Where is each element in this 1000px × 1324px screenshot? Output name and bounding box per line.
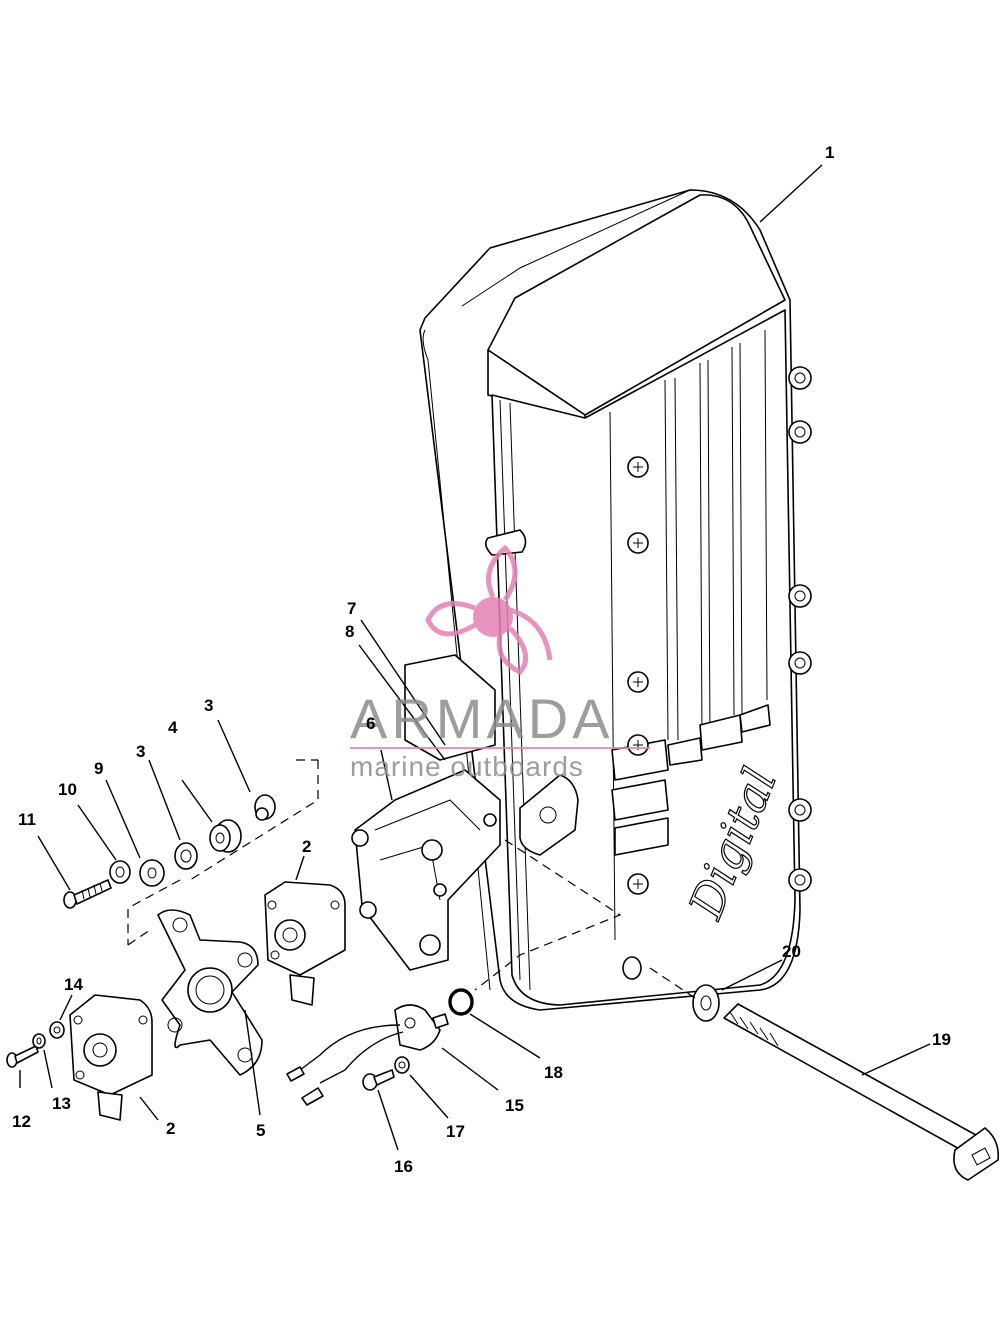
o-ring [448,988,474,1016]
callout-14: 14 [64,975,83,994]
callout-18: 18 [544,1063,563,1082]
watermark-tagline: marine outboards [350,751,584,782]
callout-9: 9 [94,759,103,778]
callout-1: 1 [825,143,834,162]
screw-12 [6,1045,39,1068]
cover-housing: Digital [404,189,812,1011]
callout-8: 8 [345,622,354,641]
callout-15: 15 [505,1096,524,1115]
flat-washer [139,859,165,887]
sensor-upper [264,881,346,1006]
washer-20 [692,984,720,1022]
assembly-lines [127,759,696,999]
grommet-upper [254,794,276,821]
mounting-bracket [351,769,501,971]
callout-2-upper: 2 [302,837,311,856]
callout-4: 4 [168,718,178,737]
callout-3-upper: 3 [204,696,213,715]
bushing [209,819,242,853]
lock-washer [109,860,131,884]
callouts: 1 2 2 3 3 4 5 6 7 8 9 10 11 12 13 14 15 … [12,143,951,1176]
harness-pickup [286,1004,449,1106]
callout-13: 13 [52,1094,71,1113]
star-plate [157,909,263,1076]
watermark-brand: ARMADA [350,687,614,750]
long-bolt [723,1003,1000,1181]
sensor-lower [69,994,153,1121]
callout-2-lower: 2 [166,1119,175,1138]
callout-19: 19 [932,1030,951,1049]
callout-6: 6 [366,714,375,733]
callout-16: 16 [394,1157,413,1176]
washer-14 [49,1021,65,1039]
callout-3-lower: 3 [136,742,145,761]
grommet-lower [174,842,198,870]
washer-17 [394,1056,410,1074]
washer-13 [32,1033,46,1049]
screw-11 [63,879,112,909]
screw-16 [362,1069,395,1091]
propeller-icon [425,544,553,676]
callout-11: 11 [18,810,36,829]
cover-bolt-boss [788,366,812,892]
cover-front-screws [627,456,649,895]
watermark: ARMADA marine outboards [350,544,650,782]
leader-lines [19,164,931,1151]
callout-10: 10 [58,780,77,799]
callout-17: 17 [446,1122,465,1141]
callout-12: 12 [12,1112,31,1131]
callout-7: 7 [347,599,356,618]
callout-5: 5 [256,1121,265,1140]
callout-20: 20 [782,942,801,961]
